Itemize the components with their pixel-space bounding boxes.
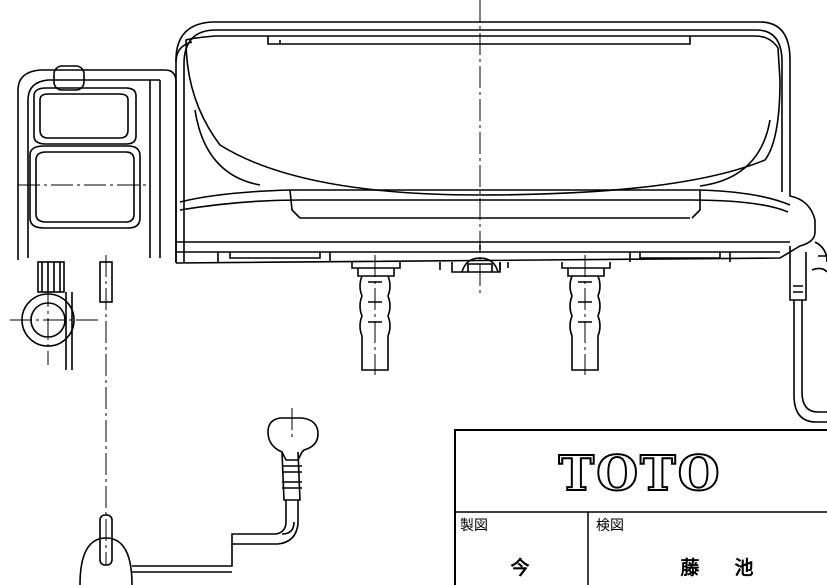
made-by-name: 今	[509, 556, 529, 579]
made-by-label: 製図	[460, 518, 488, 534]
power-cord	[789, 241, 827, 423]
title-block: TOTO 製図 検図 今 藤 池	[454, 429, 827, 585]
checked-by-name-2: 池	[734, 556, 753, 579]
water-inlet-fitting	[21, 261, 113, 370]
toto-logo: TOTO	[558, 446, 721, 502]
mounting-posts	[351, 257, 611, 371]
checked-by-name-1: 藤	[680, 556, 700, 579]
cord-reel	[79, 514, 233, 585]
title-block-frame	[454, 429, 827, 585]
remote-plug	[231, 417, 319, 545]
checked-by-label: 検図	[596, 518, 624, 534]
control-panel	[17, 41, 193, 262]
seat-body	[175, 21, 816, 264]
